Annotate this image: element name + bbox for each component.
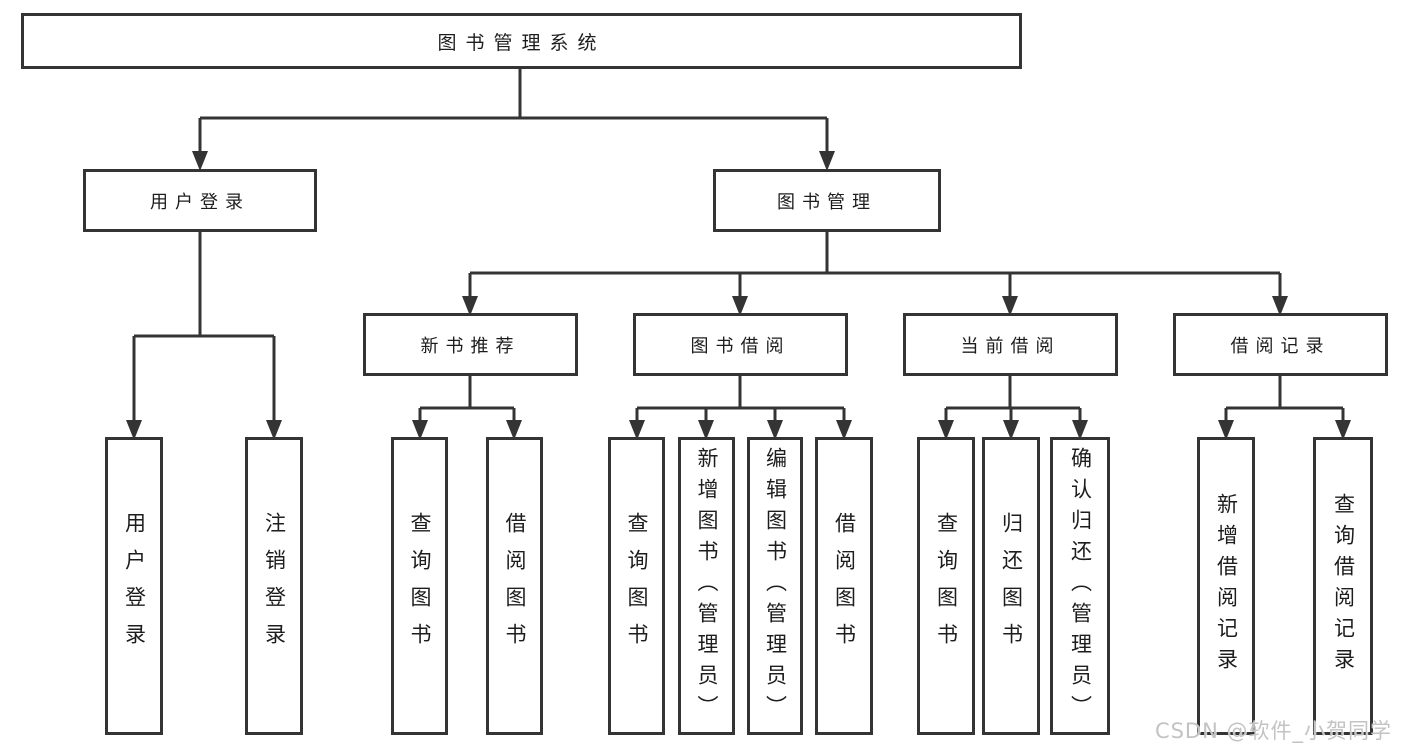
leaf-add-borrow-record: 新增借阅记录 <box>1197 437 1255 735</box>
leaf-add-books-admin: 新增图书（管理员） <box>678 437 735 735</box>
leaf-edit-books-admin: 编辑图书（管理员） <box>747 437 803 735</box>
leaf-recommend-query-books: 查询图书 <box>391 437 448 735</box>
leaf-confirm-return-admin: 确认归还（管理员） <box>1050 437 1110 735</box>
leaf-query-borrow-record: 查询借阅记录 <box>1313 437 1373 735</box>
node-book-borrow: 图书借阅 <box>633 313 848 376</box>
arrowheads <box>126 151 1351 440</box>
node-borrow-records: 借阅记录 <box>1173 313 1388 376</box>
leaf-borrow-books: 借阅图书 <box>815 437 873 735</box>
node-new-book-recommend: 新书推荐 <box>363 313 578 376</box>
node-book-management: 图书管理 <box>713 169 941 232</box>
leaf-logout: 注销登录 <box>245 437 303 735</box>
node-root-system: 图书管理系统 <box>21 13 1022 69</box>
csdn-watermark: CSDN @软件_小贺同学 <box>1154 719 1392 743</box>
leaf-user-login: 用户登录 <box>105 437 163 735</box>
node-current-borrow: 当前借阅 <box>903 313 1118 376</box>
leaf-borrow-query-books: 查询图书 <box>608 437 665 735</box>
node-user-login: 用户登录 <box>83 169 317 232</box>
leaf-recommend-borrow-books: 借阅图书 <box>486 437 543 735</box>
leaf-return-books: 归还图书 <box>982 437 1040 735</box>
leaf-current-query-books: 查询图书 <box>917 437 975 735</box>
